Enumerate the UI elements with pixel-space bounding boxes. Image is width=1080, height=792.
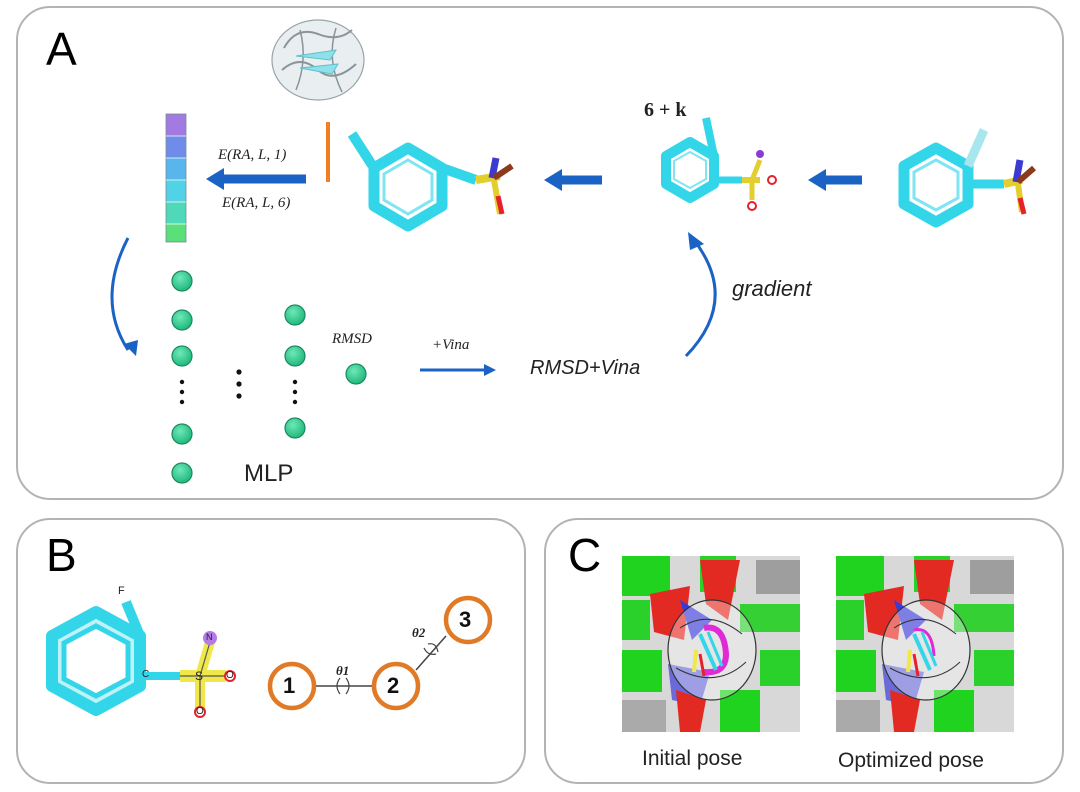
theta2-rotation-icon xyxy=(423,647,437,655)
ligand-pose-optimized xyxy=(347,131,514,232)
gradient-label: gradient xyxy=(732,276,812,301)
optimized-pose-image xyxy=(836,556,1014,732)
mlp-output-node xyxy=(345,363,367,385)
ligand-pose-current xyxy=(661,117,777,211)
atom-o2-label: O xyxy=(196,706,204,717)
mlp-label: MLP xyxy=(244,460,294,487)
curved-arrow-left xyxy=(110,237,130,351)
energy-vector-bar xyxy=(165,113,187,243)
optimized-pose-caption: Optimized pose xyxy=(838,749,984,772)
node1-label: 1 xyxy=(283,673,296,698)
vina-label: +Vina xyxy=(432,337,470,353)
atom-c-label: C xyxy=(142,669,150,680)
energy-label-bottom: E(RA, L, 6) xyxy=(222,195,291,211)
atom-f-label: F xyxy=(118,585,125,597)
atom-n-label: N xyxy=(206,632,213,642)
torsion-tree xyxy=(267,595,493,711)
rmsd-label: RMSD xyxy=(332,331,372,347)
atom-o1-label: O xyxy=(226,670,234,681)
initial-pose-image xyxy=(622,556,800,732)
rmsd-vina-label: RMSD+Vina xyxy=(530,357,641,379)
panel-a xyxy=(16,6,1064,500)
mlp-hidden-nodes xyxy=(284,304,306,439)
theta1-rotation-icon xyxy=(336,677,341,695)
panel-b-label: B xyxy=(46,529,77,581)
theta2-label: θ2 xyxy=(412,625,426,640)
node2-label: 2 xyxy=(387,673,400,698)
torsion-node-3 xyxy=(443,595,493,645)
ligand-2d-structure xyxy=(46,600,236,718)
theta1-label: θ1 xyxy=(336,663,350,678)
mlp-input-nodes xyxy=(171,270,193,484)
node3-label: 3 xyxy=(459,607,472,632)
dof-label: 6 + k xyxy=(644,99,687,121)
initial-pose-caption: Initial pose xyxy=(642,747,743,770)
panel-a-label: A xyxy=(46,23,77,75)
torsion-node-2 xyxy=(371,661,421,711)
panel-c-label: C xyxy=(568,529,602,581)
torsion-node-1 xyxy=(267,661,317,711)
gradient-arrow xyxy=(684,239,717,358)
protein-structure-icon xyxy=(271,19,365,101)
energy-label-top: E(RA, L, 1) xyxy=(218,147,287,163)
atom-s-label: S xyxy=(195,669,204,683)
mlp-layer-ellipsis xyxy=(236,369,242,399)
ligand-pose-initial xyxy=(898,128,1036,228)
